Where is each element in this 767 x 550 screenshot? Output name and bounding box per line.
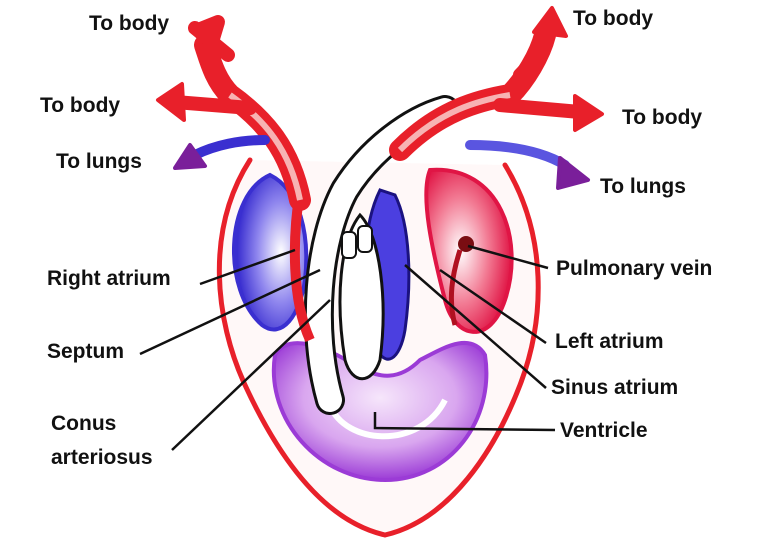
pulmonary-vein-opening xyxy=(458,236,474,252)
leader-septum xyxy=(139,268,321,356)
label-sinus-atrium: Sinus atrium xyxy=(551,376,679,399)
arrow-to-body-mid-right-head xyxy=(573,94,604,132)
leader-conus-arteriosus xyxy=(171,299,331,451)
label-to-lungs-left: To lungs xyxy=(56,150,142,173)
pulmonary-vein-vessel xyxy=(448,249,463,326)
ventricle-inner-wall xyxy=(327,398,448,440)
label-to-body-top-right: To body xyxy=(573,7,654,30)
conus-arteriosus-lumen xyxy=(306,98,457,412)
leader-right-atrium xyxy=(199,248,296,286)
arrow-to-body-mid-right-shaft xyxy=(493,98,587,119)
leader-left-atrium xyxy=(439,268,547,345)
label-right-atrium: Right atrium xyxy=(47,267,171,290)
label-left-atrium: Left atrium xyxy=(555,330,664,353)
arrow-to-lungs-right-head xyxy=(556,156,590,190)
arrow-to-lungs-left-shaft xyxy=(190,135,270,160)
leader-pulmonary-vein xyxy=(467,244,549,270)
spiral-valve-2 xyxy=(357,225,373,253)
leader-lines xyxy=(139,244,556,451)
arrow-to-body-mid-left-shaft xyxy=(168,95,257,115)
arrow-to-body-top-right-head xyxy=(532,6,568,38)
leader-sinus-atrium xyxy=(404,264,547,389)
arrow-to-body-mid-left-head xyxy=(156,82,186,122)
leader-ventricle xyxy=(373,412,556,432)
label-pulmonary-vein: Pulmonary vein xyxy=(556,257,713,280)
label-to-body-mid-right: To body xyxy=(622,106,703,129)
arrow-to-lungs-right-shaft xyxy=(465,140,570,170)
label-conus-line2: arteriosus xyxy=(51,446,153,469)
label-septum: Septum xyxy=(47,340,125,363)
label-ventricle: Ventricle xyxy=(560,419,648,442)
arrow-to-lungs-left-head xyxy=(173,143,207,170)
label-to-lungs-right: To lungs xyxy=(600,175,686,198)
label-to-body-mid-left: To body xyxy=(40,94,121,117)
right-trunk-highlight xyxy=(397,92,511,153)
spiral-valve-1 xyxy=(341,231,357,259)
arrow-to-body-top-left xyxy=(188,15,235,62)
label-conus-line1: Conus xyxy=(51,412,117,435)
label-to-body-top-left: To body xyxy=(89,12,170,35)
